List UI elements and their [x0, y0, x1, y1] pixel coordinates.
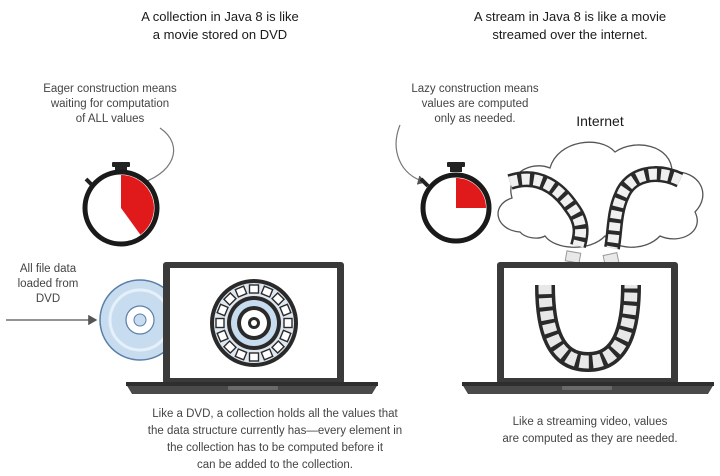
internet-label: Internet [576, 113, 624, 129]
reel-frame [222, 291, 237, 306]
reel-frame [216, 303, 229, 317]
stopwatch-icon-lazy [419, 162, 492, 244]
reel-frame [216, 329, 229, 343]
stream-heading: A stream in Java 8 is like a movie strea… [473, 9, 667, 42]
dvd-load-label: All file data loaded from DVD [17, 263, 79, 305]
reel-frame [234, 348, 248, 361]
collection-heading: A collection in Java 8 is like a movie s… [141, 9, 299, 42]
reel-frame [248, 352, 260, 362]
film-reel-icon [210, 279, 298, 367]
internet-cloud-icon [497, 141, 704, 248]
reel-frame [260, 348, 274, 361]
stream-caption: Like a streaming video, values are compu… [502, 416, 678, 445]
reel-frame [260, 285, 274, 298]
eager-timer-fill [121, 175, 154, 235]
reel-frame [215, 317, 225, 329]
stopwatch-icon-eager [82, 162, 160, 247]
lazy-note-arrow [395, 124, 427, 185]
reel-frame [248, 284, 260, 294]
reel-frame [271, 340, 286, 355]
laptop-stream [462, 262, 714, 394]
reel-frame [234, 285, 248, 298]
reel-frame [283, 317, 293, 329]
dvd-disc-icon [99, 279, 181, 361]
reel-frame [279, 329, 292, 343]
eager-construction-note: Eager construction means waiting for com… [43, 83, 177, 125]
lazy-construction-note: Lazy construction means values are compu… [411, 83, 539, 125]
reel-frame [279, 303, 292, 317]
reel-frame [222, 340, 237, 355]
reel-frame [271, 291, 286, 306]
lazy-timer-fill [456, 178, 486, 208]
collection-caption: Like a DVD, a collection holds all the v… [147, 408, 403, 471]
